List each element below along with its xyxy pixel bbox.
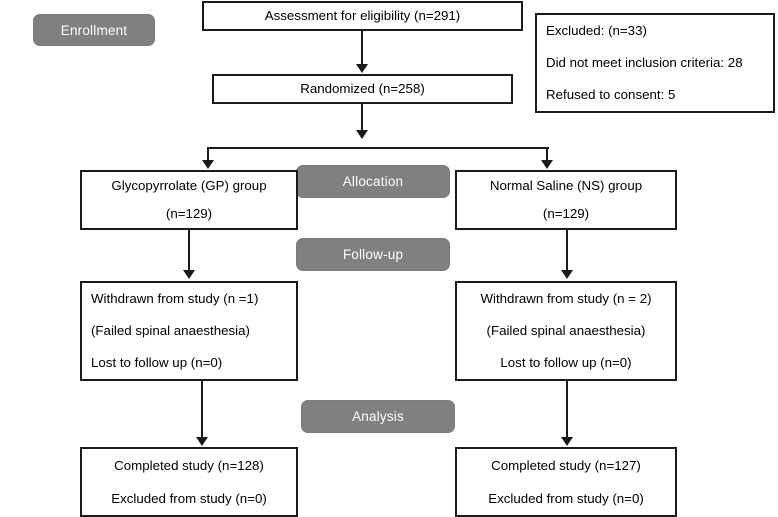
stage-banner-enrollment: Enrollment — [33, 14, 155, 46]
node-group-right-line-1: Normal Saline (NS) group — [489, 178, 643, 194]
connector-split-left-arrowhead — [202, 160, 214, 169]
node-followup-right-line-2: (Failed spinal anaesthesia) — [486, 323, 646, 339]
connector-randomized-stem-arrowhead — [356, 130, 368, 139]
node-assessment-line-1: Assessment for eligibility (n=291) — [264, 8, 461, 24]
node-excluded: Excluded: (n=33) Did not meet inclusion … — [535, 13, 775, 113]
connector-group-right-to-followup-arrowhead — [561, 270, 573, 279]
connector-randomized-split-bar — [208, 147, 549, 149]
stage-banner-allocation: Allocation — [296, 165, 450, 198]
node-analysis-right-line-2: Excluded from study (n=0) — [488, 490, 644, 506]
node-assessment-for-eligibility: Assessment for eligibility (n=291) — [202, 1, 523, 31]
node-group-glycopyrrolate: Glycopyrrolate (GP) group (n=129) — [80, 170, 298, 230]
connector-split-right-arrowhead — [541, 160, 553, 169]
connector-followup-left-to-analysis-arrowhead — [196, 437, 208, 446]
node-followup-left-line-2: (Failed spinal anaesthesia) — [91, 323, 250, 339]
stage-banner-allocation-label: Allocation — [342, 174, 404, 189]
connector-followup-right-to-analysis-line — [566, 381, 568, 439]
stage-banner-enrollment-label: Enrollment — [60, 22, 128, 38]
stage-banner-followup: Follow-up — [296, 238, 450, 271]
node-randomized-line-1: Randomized (n=258) — [300, 81, 425, 97]
node-analysis-right-line-1: Completed study (n=127) — [491, 457, 641, 473]
node-analysis-glycopyrrolate: Completed study (n=128) Excluded from st… — [80, 447, 298, 517]
node-group-right-line-2: (n=129) — [542, 206, 590, 222]
node-followup-left-line-1: Withdrawn from study (n =1) — [91, 291, 259, 307]
stage-banner-analysis-label: Analysis — [352, 409, 404, 424]
connector-group-left-to-followup-line — [188, 230, 190, 272]
node-analysis-left-line-2: Excluded from study (n=0) — [111, 490, 267, 506]
connector-followup-left-to-analysis-line — [201, 381, 203, 439]
node-excluded-line-2: Did not meet inclusion criteria: 28 — [546, 55, 743, 71]
node-followup-normal-saline: Withdrawn from study (n = 2) (Failed spi… — [455, 281, 677, 381]
connector-group-right-to-followup-line — [566, 230, 568, 272]
node-excluded-line-3: Refused to consent: 5 — [546, 87, 676, 103]
node-group-left-line-1: Glycopyrrolate (GP) group — [111, 178, 267, 194]
stage-banner-followup-label: Follow-up — [342, 247, 404, 262]
node-analysis-normal-saline: Completed study (n=127) Excluded from st… — [455, 447, 677, 517]
node-followup-right-line-1: Withdrawn from study (n = 2) — [480, 291, 652, 307]
connector-split-right-drop — [546, 147, 548, 163]
connector-split-left-drop — [207, 147, 209, 163]
connector-assessment-to-randomized-arrowhead — [356, 64, 368, 73]
connector-group-left-to-followup-arrowhead — [183, 270, 195, 279]
node-group-normal-saline: Normal Saline (NS) group (n=129) — [455, 170, 677, 230]
stage-banner-analysis: Analysis — [301, 400, 455, 433]
node-randomized: Randomized (n=258) — [212, 74, 513, 104]
node-followup-right-line-3: Lost to follow up (n=0) — [500, 355, 632, 371]
connector-randomized-stem — [361, 104, 363, 134]
node-followup-glycopyrrolate: Withdrawn from study (n =1) (Failed spin… — [80, 281, 298, 381]
node-followup-left-line-3: Lost to follow up (n=0) — [91, 355, 223, 371]
node-analysis-left-line-1: Completed study (n=128) — [114, 457, 264, 473]
node-excluded-line-1: Excluded: (n=33) — [546, 23, 647, 39]
connector-assessment-to-randomized-line — [361, 31, 363, 65]
connector-followup-right-to-analysis-arrowhead — [561, 437, 573, 446]
node-group-left-line-2: (n=129) — [165, 206, 213, 222]
